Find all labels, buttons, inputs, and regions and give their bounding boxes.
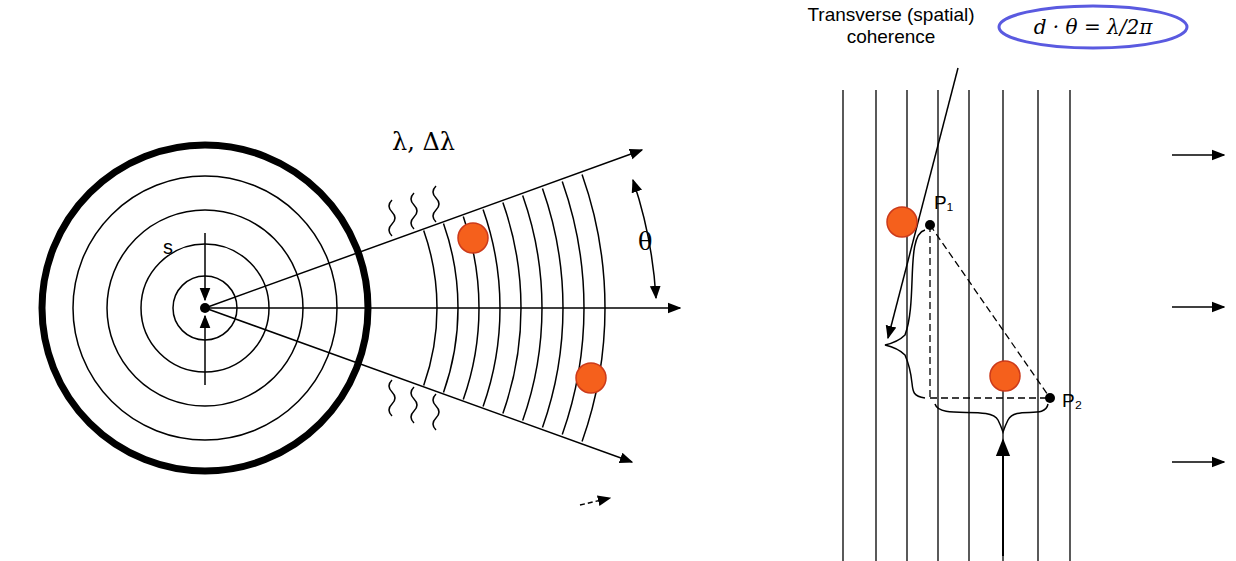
angle-label: θ — [638, 228, 652, 256]
coherence-label: Transverse (spatial) coherence — [791, 4, 991, 48]
formula-text: d · θ = λ/2π — [1034, 15, 1153, 39]
source-size-label: s — [163, 236, 173, 259]
formula-ellipse: d · θ = λ/2π — [997, 4, 1189, 50]
wavelength-label: λ, Δλ — [392, 128, 455, 156]
point-label: P₁ — [934, 192, 953, 214]
point-label: P₂ — [1062, 390, 1082, 412]
